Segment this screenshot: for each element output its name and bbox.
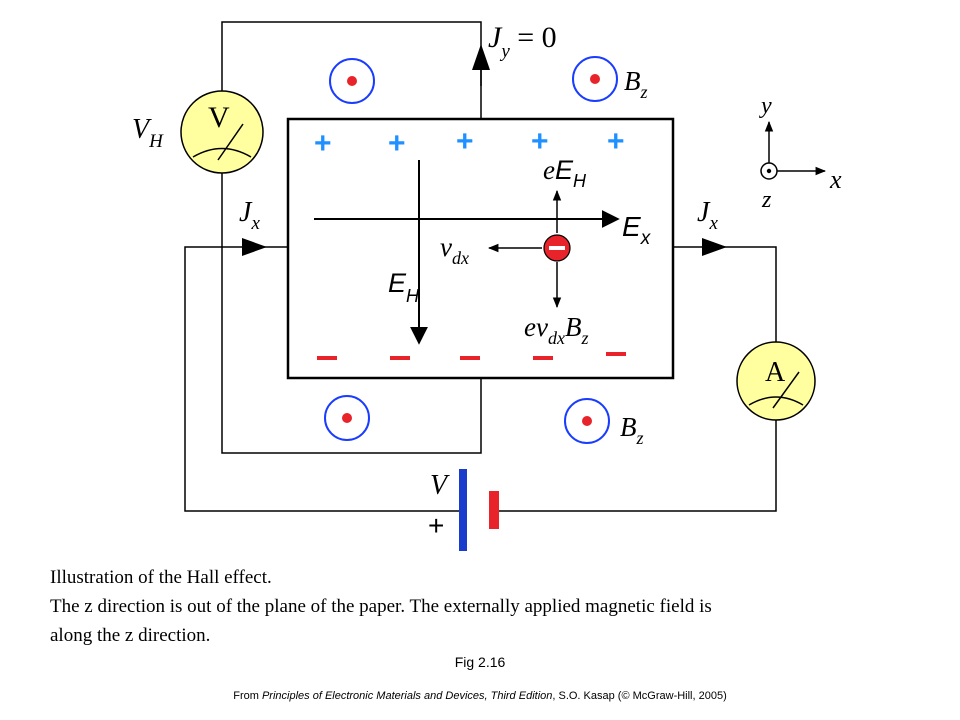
vh-label: VH (132, 114, 164, 152)
bz-label-bottom: Bz (620, 412, 644, 448)
plus-charge: + (388, 127, 406, 160)
y-axis-label: y (759, 93, 772, 119)
minus-charge (390, 356, 410, 360)
figure-number: Fig 2.16 (454, 654, 506, 670)
force-label: evdxBz (524, 312, 588, 348)
source-prefix: From (233, 690, 262, 702)
wire-current-out (673, 246, 777, 342)
plus-charge: + (531, 125, 549, 158)
bz-symbol-top-left (329, 58, 375, 104)
minus-charge (533, 356, 553, 360)
battery-short-plate (489, 491, 499, 529)
eh-label: EH (388, 268, 420, 306)
plus-charge: + (456, 125, 474, 158)
semiconductor-sample (286, 117, 675, 380)
wire-left-return (221, 172, 482, 454)
minus-charge (606, 352, 626, 356)
source-citation: From Principles of Electronic Materials … (0, 690, 960, 702)
source-suffix: , S.O. Kasap (© McGraw-Hill, 2005) (552, 690, 727, 702)
bz-symbol-top-right (572, 56, 618, 102)
x-axis-label: x (829, 165, 842, 194)
jx-label-in: Jx (239, 197, 260, 234)
figure-caption: Illustration of the Hall effect. The z d… (50, 563, 930, 650)
jy-arrow (472, 44, 490, 86)
source-book-title: Principles of Electronic Materials and D… (261, 690, 553, 702)
caption-line-2: The z direction is out of the plane of t… (50, 596, 712, 617)
voltmeter: V (180, 90, 264, 174)
jy-label: Jy = 0 (488, 21, 557, 62)
electron (543, 234, 571, 262)
plus-charge: + (607, 125, 625, 158)
negative-charges (317, 352, 626, 360)
wire-current-in (184, 246, 462, 512)
bz-symbol-bottom-left (324, 395, 370, 441)
minus-charge (460, 356, 480, 360)
jx-arrow-out (702, 238, 727, 256)
vdx-label: vdx (440, 232, 469, 268)
battery-plus-sign: + (428, 510, 444, 541)
minus-charge (317, 356, 337, 360)
jx-arrow-in (242, 238, 267, 256)
voltmeter-symbol: V (208, 101, 230, 134)
eeh-label: eEH (543, 155, 587, 191)
positive-charges: + + + + + (314, 125, 625, 160)
jx-label-out: Jx (697, 197, 718, 234)
caption-line-1: Illustration of the Hall effect. (50, 567, 272, 588)
battery (459, 469, 499, 551)
bz-label-top: Bz (624, 66, 648, 102)
plus-charge: + (314, 127, 332, 160)
wire-ammeter-to-battery (493, 419, 777, 512)
ex-label: Ex (622, 211, 652, 249)
ammeter-symbol: A (765, 357, 786, 388)
battery-label: V (430, 470, 450, 501)
battery-long-plate (459, 469, 467, 551)
z-axis-label: z (761, 187, 772, 213)
bz-symbol-bottom-right (564, 398, 610, 444)
ammeter: A (736, 341, 816, 421)
caption-line-3: along the z direction. (50, 625, 211, 646)
coordinate-axes: y x z (759, 93, 842, 213)
